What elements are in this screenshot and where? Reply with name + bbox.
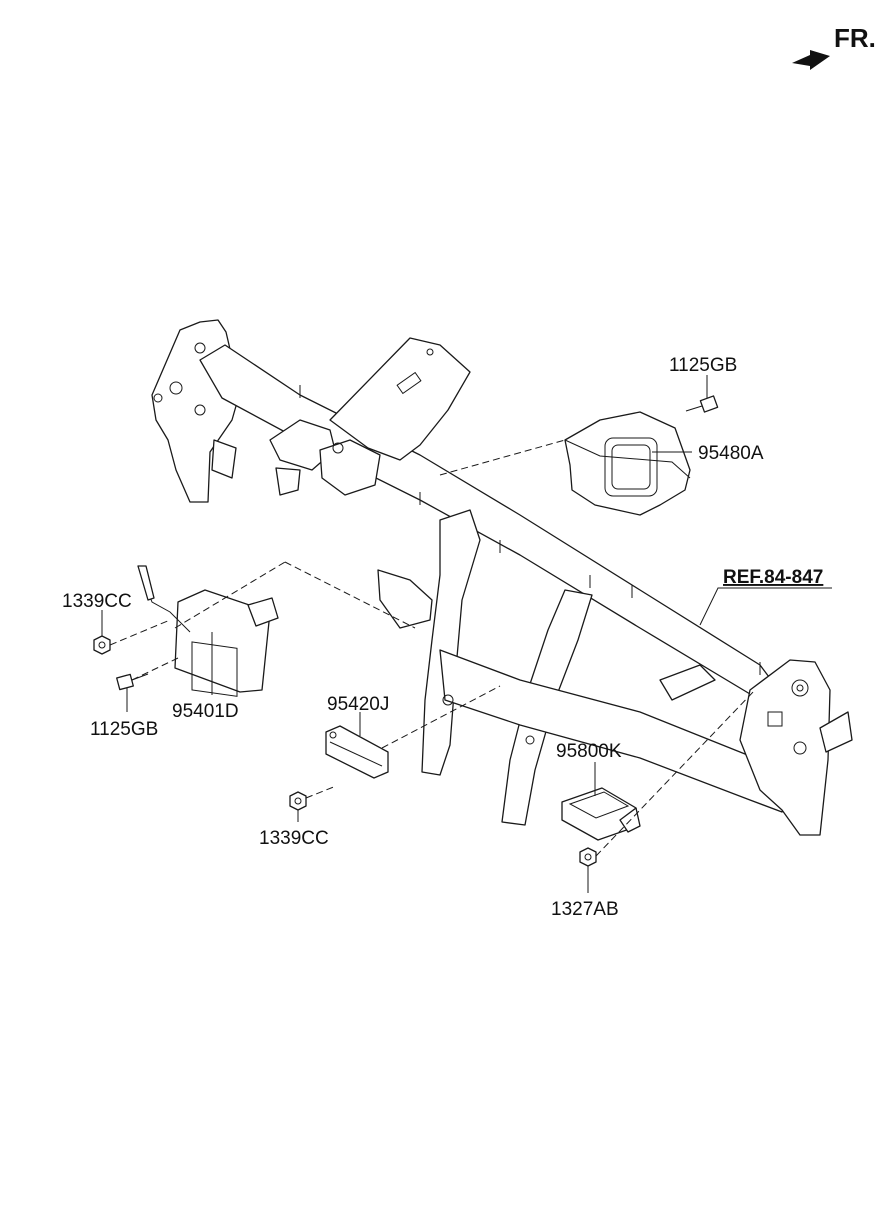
front-arrow-icon: [792, 50, 830, 70]
label-bolt-top: 1125GB: [669, 355, 737, 376]
cowl-cross-member: [151, 319, 853, 836]
callout-leaders: [101, 375, 832, 893]
label-nut-right: 1327AB: [551, 899, 619, 920]
small-sensor-part: [325, 725, 389, 779]
label-reference: REF.84-847: [723, 567, 823, 588]
label-nut-left: 1339CC: [62, 591, 132, 612]
sensor-module-part: [561, 787, 641, 841]
acu-bracket-part: [564, 411, 691, 516]
dashed-leaders: [109, 439, 756, 857]
nut-mid-part: [289, 791, 307, 811]
label-bolt-left: 1125GB: [90, 719, 158, 740]
bolt-left-part: [116, 673, 149, 691]
part-labels: 1125GB 95480A 1339CC 1125GB 95401D 95420…: [62, 355, 823, 920]
control-unit-part: [137, 565, 279, 697]
nut-left-part: [93, 635, 111, 655]
label-nut-mid: 1339CC: [259, 828, 329, 849]
label-acu-bracket: 95480A: [698, 443, 764, 464]
nut-right-part: [579, 847, 597, 867]
front-direction-indicator: FR.: [792, 23, 876, 70]
label-small-sensor: 95420J: [327, 694, 389, 715]
label-sensor-module: 95800K: [556, 741, 622, 762]
label-control-unit: 95401D: [172, 701, 239, 722]
bolt-top-part: [685, 395, 719, 413]
front-label: FR.: [834, 23, 876, 53]
